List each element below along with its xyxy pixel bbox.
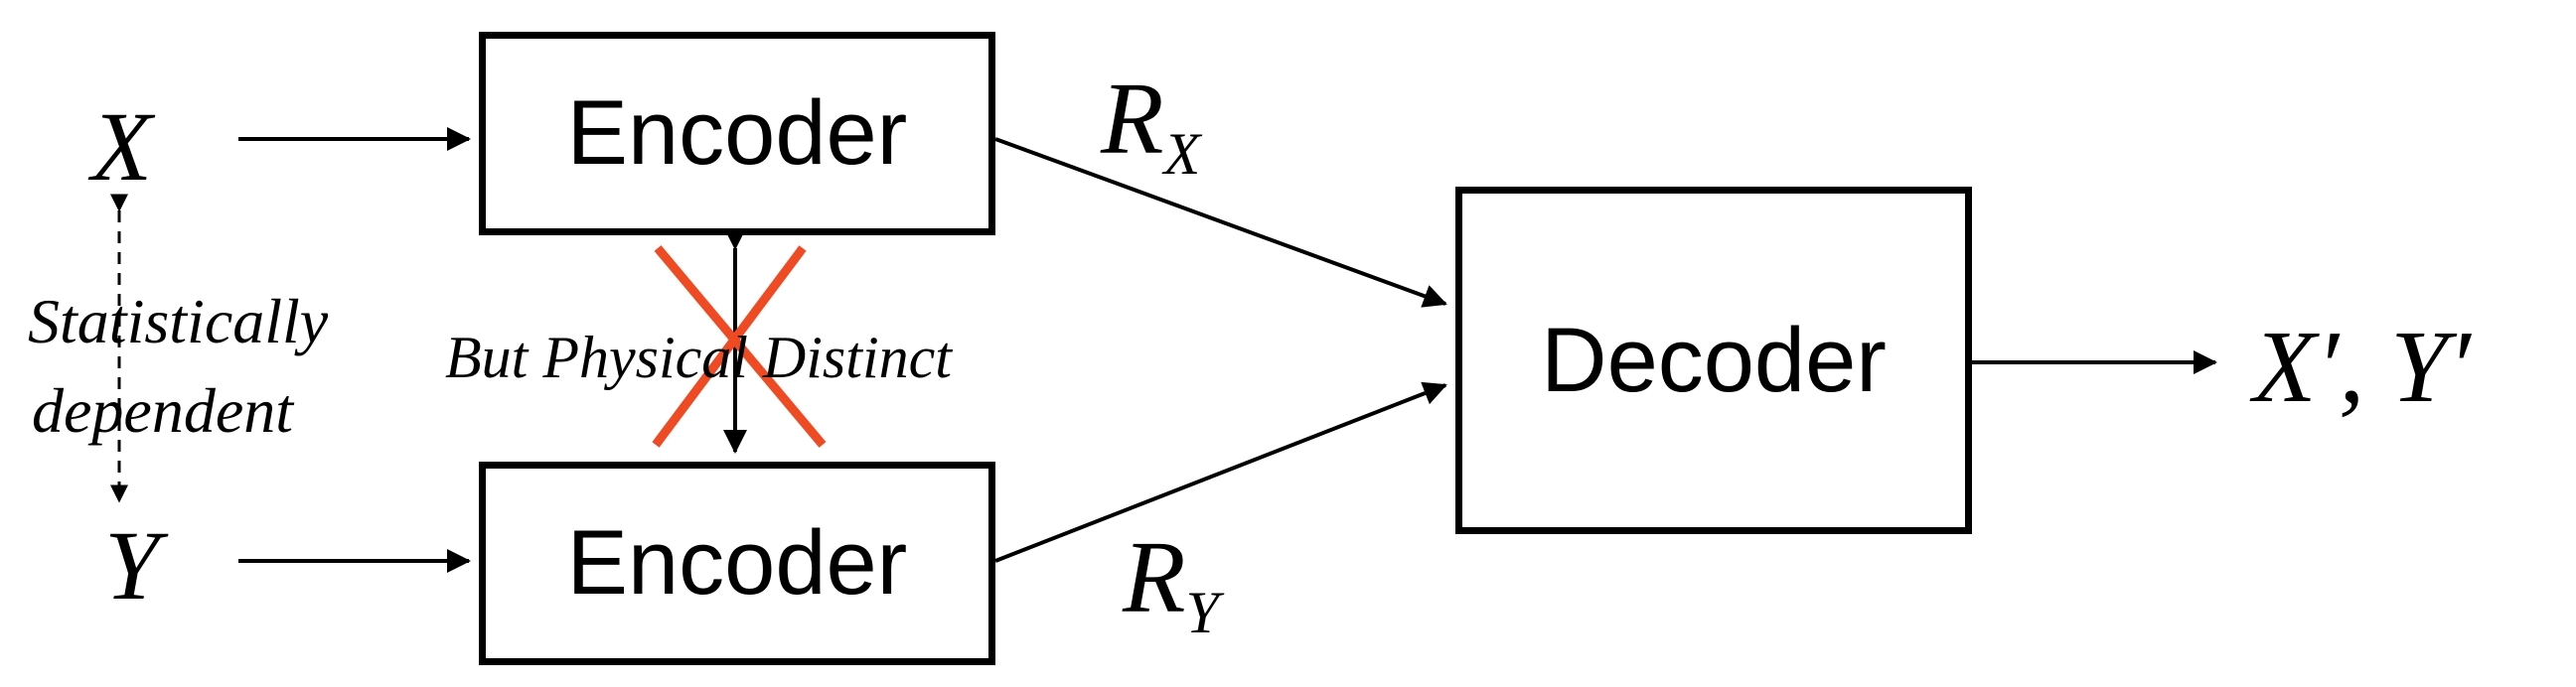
- dependency-note-line2: dependent: [32, 375, 293, 446]
- rate-x-subscript: X: [1163, 121, 1201, 189]
- encoder-link-note: But Physical Distinct: [445, 325, 952, 390]
- encoder-top-label: Encoder: [566, 82, 908, 184]
- rate-y-base: R: [1123, 520, 1186, 634]
- decoder-label: Decoder: [1541, 309, 1887, 411]
- encoder-top-box: Encoder: [479, 32, 995, 235]
- arrow-ry-to-decoder: [994, 381, 1447, 563]
- rate-y-subscript: Y: [1185, 580, 1220, 647]
- input-y-label: Y: [104, 510, 160, 620]
- encoder-bottom-box: Encoder: [479, 462, 995, 665]
- rate-x-base: R: [1101, 62, 1164, 176]
- encoder-bottom-label: Encoder: [566, 512, 908, 614]
- dependency-note-line1: Statistically: [28, 286, 329, 356]
- red-cross-mark: [652, 245, 827, 448]
- input-x-label: X: [91, 91, 153, 202]
- arrow-rx-to-decoder: [994, 137, 1447, 308]
- rate-x-label: RX: [1101, 68, 1200, 185]
- decoder-box: Decoder: [1455, 187, 1972, 534]
- output-label: X′, Y′: [2253, 310, 2471, 424]
- rate-y-label: RY: [1123, 526, 1219, 643]
